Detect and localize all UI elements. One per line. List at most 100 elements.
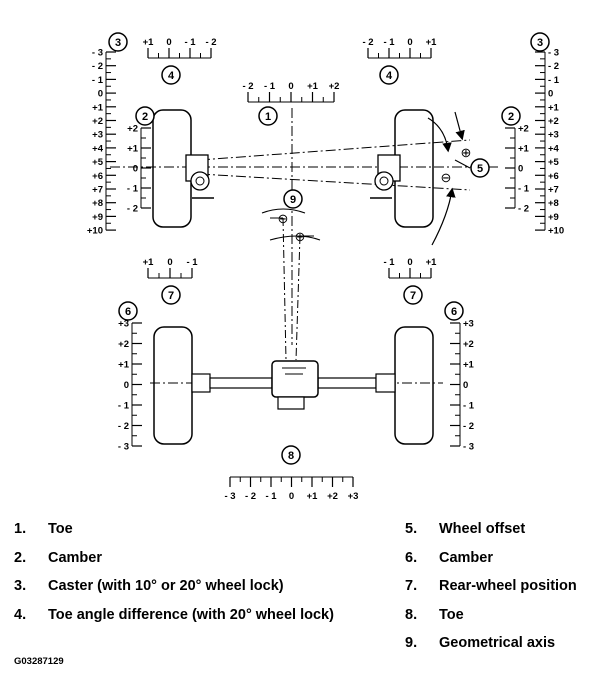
scale-tick-label: 0 bbox=[133, 164, 138, 175]
scale-tick-label: +1 bbox=[463, 360, 475, 371]
scale-tick-label: +5 bbox=[92, 157, 104, 168]
callout-7-left: 7 bbox=[161, 285, 181, 305]
callout-3-label: 3 bbox=[115, 37, 121, 49]
scale-tick-label: +3 bbox=[92, 130, 103, 141]
scale-tick-label: 0 bbox=[124, 380, 129, 391]
wheel-alignment-diagram: - 3- 2- 10+1+2+3+4+5+6+7+8+9+10- 3- 2- 1… bbox=[87, 32, 564, 500]
scale-tick-label: - 1 bbox=[127, 184, 139, 195]
scale-tick-label: 0 bbox=[288, 81, 293, 92]
scale-tick-label: +6 bbox=[548, 171, 559, 182]
legend-label: Rear-wheel position bbox=[439, 578, 577, 595]
scale-tick-label: - 2 bbox=[518, 204, 529, 215]
camber-scale-front-right: +2+10- 1- 2 bbox=[505, 124, 530, 215]
scale-tick-label: - 1 bbox=[184, 37, 196, 48]
center-axis-lines bbox=[261, 108, 321, 361]
callout-9-label: 9 bbox=[290, 194, 296, 206]
scale-tick-label: - 1 bbox=[264, 81, 276, 92]
scale-tick-label: +8 bbox=[92, 198, 103, 209]
scale-tick-label: - 2 bbox=[92, 61, 103, 72]
legend-number: 8. bbox=[405, 606, 418, 623]
minus-sign-offset: ⊖ bbox=[441, 170, 452, 185]
scale-tick-label: - 2 bbox=[463, 421, 474, 432]
callout-2-left: 2 bbox=[135, 106, 155, 126]
scale-tick-label: +1 bbox=[92, 102, 104, 113]
legend-number: 9. bbox=[405, 635, 418, 652]
scale-tick-label: 0 bbox=[548, 89, 553, 100]
scale-tick-label: 0 bbox=[407, 257, 412, 268]
scales: - 3- 2- 10+1+2+3+4+5+6+7+8+9+10- 3- 2- 1… bbox=[87, 37, 564, 500]
scale-tick-label: +1 bbox=[143, 37, 155, 48]
legend-number: 2. bbox=[14, 549, 27, 566]
callout-4-left: 4 bbox=[161, 65, 181, 85]
scale-tick-label: 0 bbox=[518, 164, 523, 175]
scale-tick-label: +3 bbox=[463, 319, 474, 330]
scale-tick-label: +4 bbox=[548, 143, 560, 154]
scale-tick-label: - 1 bbox=[186, 257, 198, 268]
scale-tick-label: +3 bbox=[548, 130, 559, 141]
scale-tick-label: - 1 bbox=[265, 491, 277, 500]
caster-scale-left: - 3- 2- 10+1+2+3+4+5+6+7+8+9+10 bbox=[87, 48, 116, 237]
legend-number: 6. bbox=[405, 549, 418, 566]
legend-item: 8. Toe bbox=[405, 601, 577, 630]
callout-3-left: 3 bbox=[108, 32, 128, 52]
scale-tick-label: - 2 bbox=[548, 61, 559, 72]
scale-tick-label: +1 bbox=[118, 360, 130, 371]
front-left-tire bbox=[152, 109, 192, 228]
scale-tick-label: +2 bbox=[548, 116, 559, 127]
callout-7-label: 7 bbox=[168, 290, 174, 302]
scale-tick-label: +7 bbox=[548, 185, 559, 196]
scale-tick-label: +9 bbox=[92, 212, 103, 223]
callout-7-label: 7 bbox=[410, 290, 416, 302]
scale-tick-label: +2 bbox=[463, 339, 474, 350]
callout-9: 9 bbox=[283, 189, 303, 209]
legend-number: 5. bbox=[405, 521, 418, 538]
minus-sign-toe: ⊖ bbox=[278, 211, 289, 226]
callout-1: 1 bbox=[258, 106, 278, 126]
legend-left-column: 1. Toe 2. Camber 3. Caster (with 10° or … bbox=[14, 515, 334, 629]
callout-6-label: 6 bbox=[125, 306, 131, 318]
legend-label: Camber bbox=[48, 549, 102, 566]
plus-sign-offset: ⊕ bbox=[461, 145, 472, 160]
legend-right-column: 5. Wheel offset 6. Camber 7. Rear-wheel … bbox=[405, 515, 577, 658]
scale-tick-label: +1 bbox=[518, 144, 530, 155]
legend-number: 7. bbox=[405, 578, 418, 595]
callout-5: 5 bbox=[470, 158, 490, 178]
legend-label: Toe bbox=[439, 606, 464, 623]
scale-tick-label: +2 bbox=[329, 81, 340, 92]
camber-scale-front-left: +2+10- 1- 2 bbox=[127, 124, 151, 215]
scale-tick-label: - 2 bbox=[127, 204, 138, 215]
scale-tick-label: +2 bbox=[518, 124, 529, 135]
scale-tick-label: +10 bbox=[87, 226, 103, 237]
legend-item: 5. Wheel offset bbox=[405, 515, 577, 544]
front-axle bbox=[110, 109, 500, 246]
legend-number: 1. bbox=[14, 521, 27, 538]
callout-6-left: 6 bbox=[118, 301, 138, 321]
callout-2-right: 2 bbox=[501, 106, 521, 126]
legend-item: 9. Geometrical axis bbox=[405, 629, 577, 658]
scale-tick-label: +5 bbox=[548, 157, 560, 168]
scale-tick-label: +2 bbox=[118, 339, 129, 350]
scale-tick-label: - 1 bbox=[383, 37, 395, 48]
legend-label: Caster (with 10° or 20° wheel lock) bbox=[48, 578, 284, 595]
legend-item: 3. Caster (with 10° or 20° wheel lock) bbox=[14, 572, 334, 601]
scale-tick-label: 0 bbox=[407, 37, 412, 48]
callout-4-right: 4 bbox=[379, 65, 399, 85]
legend-label: Geometrical axis bbox=[439, 635, 556, 652]
callout-8-label: 8 bbox=[288, 450, 294, 462]
scale-tick-label: 0 bbox=[463, 380, 468, 391]
scale-tick-label: - 3 bbox=[224, 491, 235, 500]
camber-scale-rear-left: +3+2+10- 1- 2- 3 bbox=[118, 319, 142, 453]
scale-tick-label: +1 bbox=[307, 491, 319, 500]
scale-tick-label: +6 bbox=[92, 171, 103, 182]
scale-tick-label: 0 bbox=[167, 257, 172, 268]
plus-sign-toe: ⊕ bbox=[295, 229, 306, 244]
scale-tick-label: - 3 bbox=[548, 48, 559, 59]
figure-code: G03287129 bbox=[14, 656, 64, 667]
legend-item: 1. Toe bbox=[14, 515, 334, 544]
scale-tick-label: - 3 bbox=[118, 442, 129, 453]
callout-2-label: 2 bbox=[508, 111, 514, 123]
